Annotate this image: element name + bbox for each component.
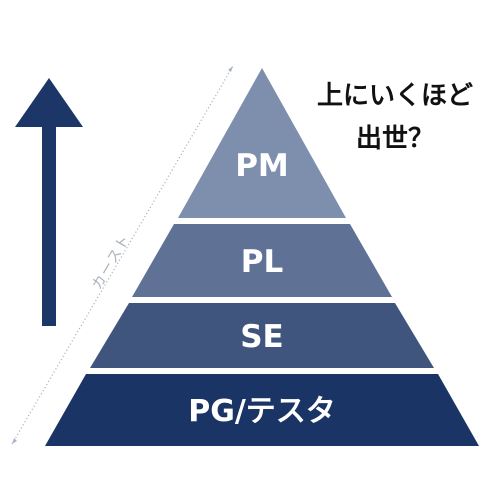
arrow-shaft <box>42 120 56 326</box>
axis-arrowhead-bottom <box>12 438 17 444</box>
tier-se: SE <box>90 303 434 368</box>
tier-pm-label: PM <box>235 148 289 184</box>
tier-pl-shape <box>132 224 392 297</box>
tier-pg-tester-shape <box>45 374 479 446</box>
tier-se-label: SE <box>240 319 284 355</box>
up-arrow-icon <box>15 78 83 326</box>
tier-pg-tester: PG/テスタ <box>45 374 479 446</box>
arrow-head <box>15 78 83 127</box>
axis-arrowhead-top <box>228 66 233 72</box>
tier-pm-shape <box>178 68 346 218</box>
tier-se-shape <box>90 303 434 368</box>
question-text: 上にいくほど 出世？ <box>317 81 473 154</box>
question-line-2: 出世？ <box>356 124 434 154</box>
question-line-1: 上にいくほど <box>317 81 473 111</box>
tier-pl-label: PL <box>241 244 283 280</box>
caste-label: カースト <box>89 231 134 292</box>
tier-pg-tester-label: PG/テスタ <box>188 394 336 429</box>
tier-pl: PL <box>132 224 392 297</box>
axis-dotted-line <box>11 65 234 445</box>
tier-pm: PM <box>178 68 346 218</box>
pyramid: PM PL SE PG/テスタ <box>45 68 479 446</box>
caste-axis-line <box>11 65 234 445</box>
